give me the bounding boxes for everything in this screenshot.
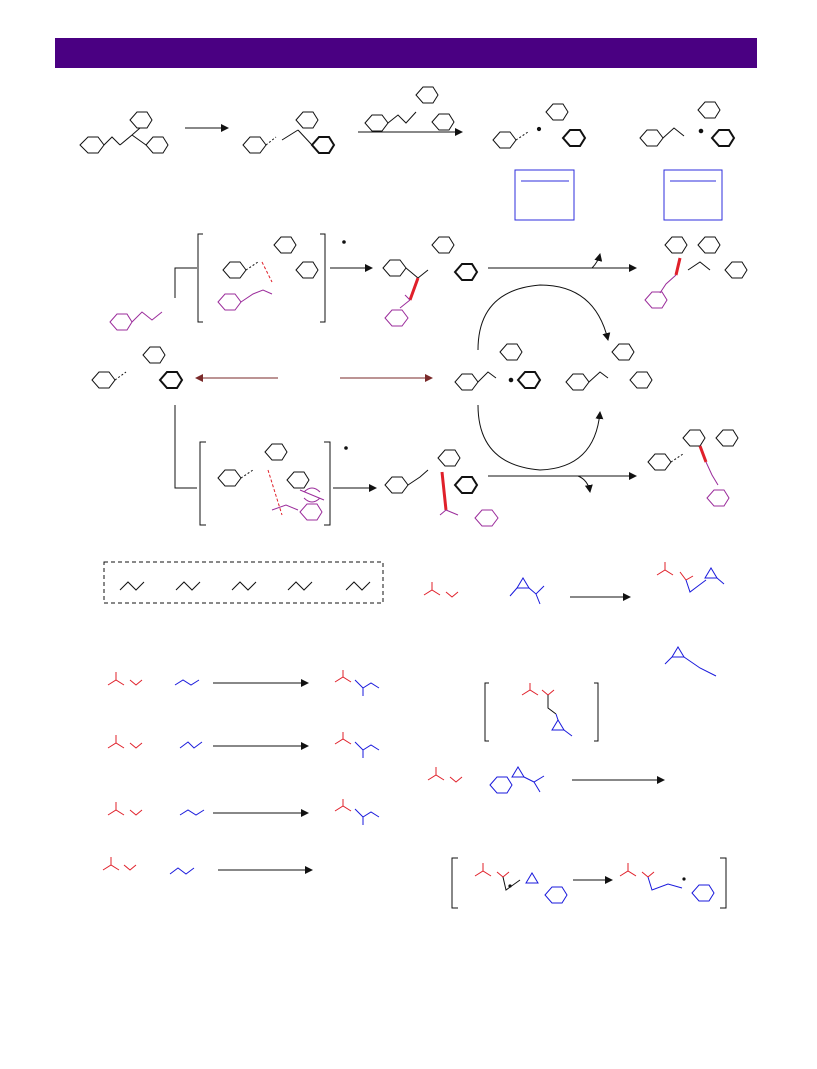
radical-dot-icon: [344, 446, 348, 450]
substrate-scope: [102, 561, 384, 875]
radical-dot-icon: [698, 128, 704, 134]
radical-dot-icon: [536, 126, 542, 132]
radical-dot-icon: [508, 884, 512, 888]
branch-upper: [174, 267, 197, 298]
intermediate-upper: [382, 236, 479, 327]
transition-state-upper: [197, 233, 346, 323]
molecule-benzylic-radical: [639, 101, 736, 147]
molecule-center-left: [91, 346, 184, 389]
molecule-bibenzyl-diphenylethene: [79, 111, 169, 154]
title-banner: [55, 38, 757, 68]
cycle-upper-arc: [477, 284, 611, 351]
cycle-lower-arc: [477, 404, 604, 471]
mechanism: [91, 233, 748, 527]
molecule-cycle-radical: [454, 343, 542, 391]
radical-dot-icon: [342, 240, 346, 244]
product-lower: [647, 429, 739, 507]
steric-clash-icon: [299, 487, 325, 503]
intermediate-lower: [384, 449, 499, 527]
styrene-reagent: [109, 311, 163, 331]
info-box-right: [663, 169, 723, 221]
transition-state-lower: [199, 441, 348, 526]
clock-row-2: [427, 766, 665, 794]
example-row-3: [107, 799, 380, 825]
molecule-radical-cation-dimer: [492, 103, 587, 149]
info-box-left: [514, 169, 575, 221]
molecule-cycle-neutral: [565, 343, 653, 391]
top-row: [79, 86, 736, 221]
intermediate-bracket: [484, 682, 599, 742]
alkene-box: [103, 561, 384, 604]
reagent-above-arrow: [364, 86, 455, 132]
radical-dot-icon: [682, 877, 686, 881]
clock-row-1: [423, 562, 725, 605]
example-row-2: [107, 732, 380, 758]
example-row-4: [102, 857, 313, 875]
alkyne-fragment: [664, 646, 717, 677]
product-upper: [644, 236, 748, 309]
ring-opening-bracket: [451, 857, 727, 909]
example-row-1: [107, 670, 380, 696]
branch-lower: [174, 405, 197, 489]
radical-dot-icon: [508, 377, 514, 383]
radical-clock: [423, 562, 727, 909]
molecule-radical-cation: [242, 111, 336, 154]
